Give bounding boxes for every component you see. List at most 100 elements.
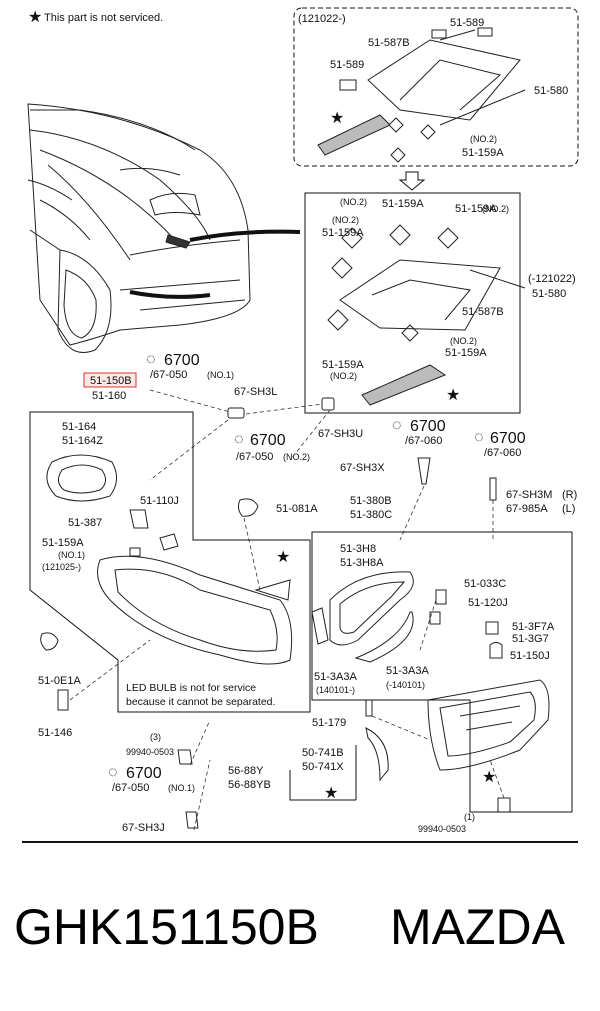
part-label: 51-587B <box>368 37 410 49</box>
part-label: 51-380C <box>350 509 392 521</box>
car-outline-illustration <box>27 103 301 353</box>
gasket-51-164 <box>46 454 117 502</box>
part-label: 51-164 <box>62 421 96 433</box>
hardware-parts <box>40 397 511 829</box>
part-label: /67-060 <box>484 447 521 459</box>
part-label: (NO.2) <box>482 204 509 214</box>
part-label: 51-110J <box>140 495 179 507</box>
upgrade-arrow <box>398 171 426 191</box>
gasket-51-3h8 <box>311 571 414 663</box>
inset-top-box: (121022-) 51-589 51-589 51-587B 51-580 (… <box>293 7 579 167</box>
rear-combination-lamp-box: 51-164 51-164Z 51-110J 51-387 51-159A (N… <box>29 411 311 739</box>
part-label: 51-120J <box>468 597 508 609</box>
part-label: (NO.1) <box>58 550 85 560</box>
part-label: 67-985A <box>506 503 548 515</box>
inset-mid-date: (-121022) <box>528 273 576 285</box>
footer-caption: GHK151150B MAZDA <box>0 888 600 988</box>
part-label: 6700 <box>410 418 446 435</box>
star-icon: ★ <box>28 9 42 26</box>
part-label: (NO.2) <box>283 452 310 462</box>
part-label: 51-081A <box>276 503 318 515</box>
bulb-icon: ◌ <box>234 431 244 448</box>
part-label: (140101-) <box>316 685 355 695</box>
part-label: /67-050 <box>112 782 149 794</box>
part-label: 51-580 <box>534 85 568 97</box>
callout-6700-5: ◌ 6700 /67-050 (NO.1) <box>108 764 195 794</box>
part-label: (-140101) <box>386 680 425 690</box>
part-label: (NO.2) <box>450 336 477 346</box>
part-label: 6700 <box>490 430 526 447</box>
part-label: 50-741X <box>302 761 344 773</box>
part-number: GHK151150B <box>14 899 319 955</box>
part-label: 51-0E1A <box>38 675 81 687</box>
part-label: 51-3G7 <box>512 633 549 645</box>
part-label: 51-3F7A <box>512 621 555 633</box>
part-label: /67-050 <box>236 451 273 463</box>
part-label: 51-589 <box>330 59 364 71</box>
part-label: 51-146 <box>38 727 72 739</box>
parts-diagram: ★ This part is not serviced. (121022-) 5… <box>22 7 579 843</box>
bulb-icon: ◌ <box>108 764 118 781</box>
part-label: 67-SH3L <box>234 386 277 398</box>
inner-lamp-assembly <box>427 679 550 771</box>
part-label: 51-3H8A <box>340 557 384 569</box>
part-label: (NO.1) <box>207 370 234 380</box>
bulb-icon: ◌ <box>392 417 402 434</box>
star-icon: ★ <box>446 387 460 404</box>
part-label: 51-033C <box>464 578 506 590</box>
part-label: 6700 <box>250 432 286 449</box>
part-label: 67-SH3J <box>122 822 165 834</box>
part-label: 56-88YB <box>228 779 271 791</box>
part-label: (NO.2) <box>332 215 359 225</box>
part-label: (1) <box>464 812 475 822</box>
part-label: 51-589 <box>450 17 484 29</box>
leader-lines <box>69 389 505 831</box>
part-label: (NO.2) <box>330 371 357 381</box>
led-note-line2: because it cannot be separated. <box>126 696 275 708</box>
part-label: 51-159A <box>322 359 364 371</box>
star-icon: ★ <box>482 769 496 786</box>
part-label: 51-3A3A <box>386 665 429 677</box>
rear-lamp-inner-box: 51-3H8 51-3H8A 51-033C 51-120J 51-3F7A 5… <box>311 531 573 813</box>
part-label: 51-587B <box>462 306 504 318</box>
tail-lamp-assembly <box>97 547 293 665</box>
part-label: 99940-0503 <box>418 824 466 834</box>
part-label: 51-159A <box>462 147 504 159</box>
inset-mid-box: (NO.2) 51-159A 51-159A (NO.2) (NO.2) 51-… <box>304 192 576 414</box>
star-icon: ★ <box>330 110 344 127</box>
notice-text: This part is not serviced. <box>44 12 163 24</box>
part-label: 51-380B <box>350 495 392 507</box>
part-label: 67-SH3M <box>506 489 552 501</box>
part-label: 51-179 <box>312 717 346 729</box>
bulb-icon: ◌ <box>146 351 156 368</box>
brand-name: MAZDA <box>390 899 565 955</box>
callout-6700-3: ◌ 6700 /67-060 <box>392 417 446 447</box>
part-label: 51-159A <box>455 203 497 215</box>
part-label: 51-159A <box>42 537 84 549</box>
led-note-line1: LED BULB is not for service <box>126 682 256 694</box>
part-label: 51-3H8 <box>340 543 376 555</box>
star-icon: ★ <box>324 785 338 802</box>
part-label: 51-150J <box>510 650 550 662</box>
part-label: 51-159A <box>445 347 487 359</box>
part-label: /67-050 <box>150 369 187 381</box>
part-label: 51-580 <box>532 288 566 300</box>
highlighted-part-label[interactable]: 51-150B <box>90 375 132 387</box>
part-label: 6700 <box>126 765 162 782</box>
part-label: 51-164Z <box>62 435 103 447</box>
part-label: (R) <box>562 489 577 501</box>
part-label: 51-387 <box>68 517 102 529</box>
star-icon: ★ <box>276 549 290 566</box>
part-label: (NO.2) <box>470 134 497 144</box>
highlighted-part[interactable]: 51-150B <box>83 372 137 388</box>
part-label: 51-160 <box>92 390 126 402</box>
part-label: 6700 <box>164 352 200 369</box>
not-serviced-notice: ★ This part is not serviced. <box>28 9 163 26</box>
callout-6700-4: ◌ 6700 /67-060 <box>474 429 526 459</box>
bulb-icon: ◌ <box>474 429 484 446</box>
part-label: /67-060 <box>405 435 442 447</box>
part-label: (3) <box>150 732 161 742</box>
part-label: (121025-) <box>42 562 81 572</box>
part-label: 56-88Y <box>228 765 264 777</box>
inset-top-date: (121022-) <box>298 13 346 25</box>
